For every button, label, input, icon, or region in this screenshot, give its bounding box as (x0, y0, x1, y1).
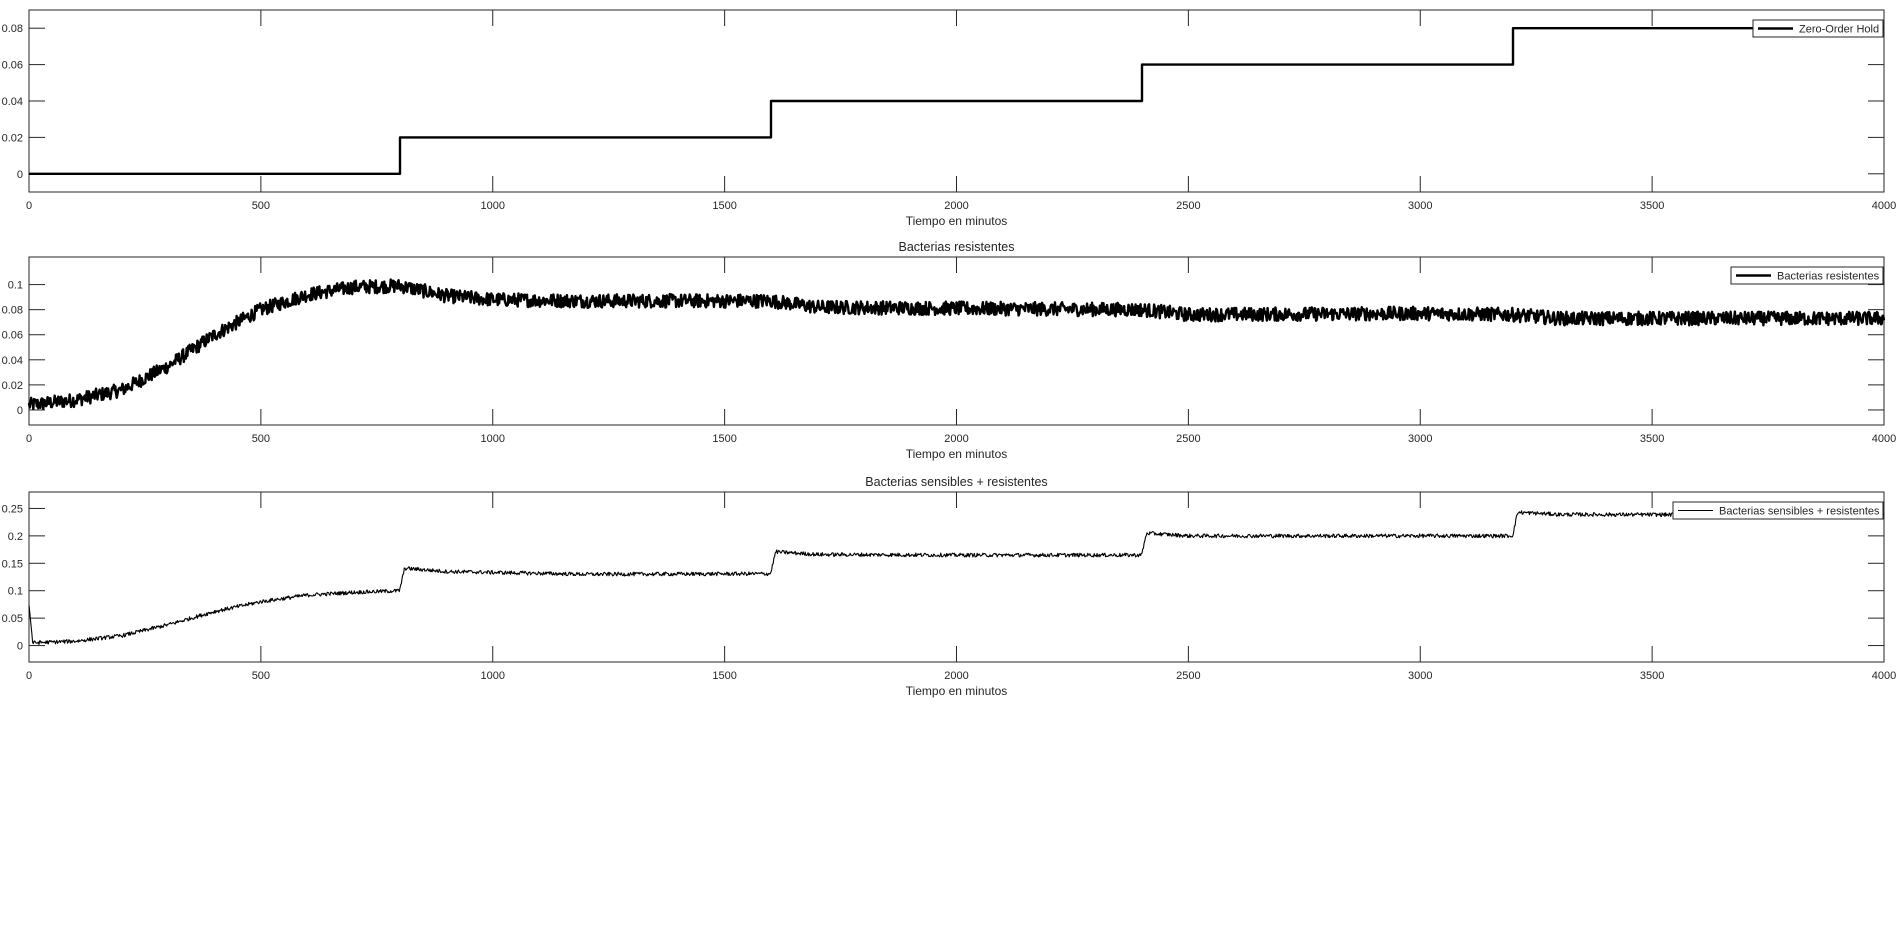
x-tick-label: 500 (252, 670, 270, 682)
x-tick-label: 3500 (1640, 200, 1664, 212)
plot-area-2 (28, 256, 1885, 426)
y-tick-label: 0.05 (2, 613, 23, 625)
y-tick-label: 0.02 (2, 380, 23, 392)
x-tick-label: 3000 (1408, 433, 1432, 445)
y-tick-label: 0.02 (2, 132, 23, 144)
x-tick-label: 3500 (1640, 433, 1664, 445)
x-tick-label: 4000 (1872, 670, 1896, 682)
legend: Bacterias sensibles + resistentes (1672, 501, 1884, 520)
series-line-1 (27, 278, 1886, 411)
x-tick-label: 2000 (944, 433, 968, 445)
x-tick-label: 1000 (481, 670, 505, 682)
y-tick-label: 0.1 (8, 280, 23, 292)
x-tick-label: 500 (252, 200, 270, 212)
x-tick-label: 0 (26, 433, 32, 445)
y-tick-label: 0.15 (2, 558, 23, 570)
legend-box (1672, 501, 1884, 520)
legend: Bacterias resistentes (1730, 266, 1884, 285)
y-tick-label: 0.08 (2, 305, 23, 317)
y-tick-label: 0.06 (2, 330, 23, 342)
x-tick-label: 4000 (1872, 200, 1896, 212)
legend-label: Bacterias sensibles + resistentes (1719, 506, 1880, 518)
y-tick-label: 0.25 (2, 503, 23, 515)
subplot-1: 0 500 1000 1500 2000 2500 3000 3500 4000 0 0.02 0.0… (2, 9, 1896, 228)
legend-box (1752, 19, 1884, 38)
series-line-1 (29, 27, 1884, 175)
x-tick-label: 3000 (1408, 670, 1432, 682)
x-tick-label: 2500 (1176, 200, 1200, 212)
x-tick-label: 2000 (944, 200, 968, 212)
x-tick-label: 2000 (944, 670, 968, 682)
x-axis-label: Tiempo en minutos (906, 684, 1008, 698)
subplot-2: 0 500 1000 1500 2000 2500 3000 3500 4000 0 0.02 0.0… (2, 240, 1897, 461)
series-line-1 (28, 510, 1885, 645)
x-axis-label: Tiempo en minutos (906, 447, 1008, 461)
legend: Zero-Order Hold (1752, 19, 1884, 38)
x-axis-label: Tiempo en minutos (906, 214, 1008, 228)
y-tick-label: 0 (17, 405, 23, 417)
x-tick-label: 0 (26, 200, 32, 212)
plot-area-3 (28, 491, 1885, 663)
x-tick-label: 3000 (1408, 200, 1432, 212)
y-tick-label: 0.2 (8, 531, 23, 543)
chart-title: Bacterias resistentes (898, 240, 1014, 254)
x-tick-label: 1000 (481, 200, 505, 212)
x-tick-label: 500 (252, 433, 270, 445)
x-tick-label: 1500 (712, 433, 736, 445)
y-tick-label: 0.04 (2, 355, 23, 367)
x-tick-label: 3500 (1640, 670, 1664, 682)
x-tick-label: 0 (26, 670, 32, 682)
x-tick-label: 4000 (1872, 433, 1896, 445)
x-tick-label: 2500 (1176, 433, 1200, 445)
y-tick-label: 0.06 (2, 60, 23, 72)
y-tick-label: 0.1 (8, 586, 23, 598)
y-tick-label: 0.04 (2, 96, 23, 108)
y-tick-label: 0.08 (2, 23, 23, 35)
chart-title: Bacterias sensibles + resistentes (865, 475, 1047, 489)
legend-box (1730, 266, 1884, 285)
x-tick-label: 1500 (712, 200, 736, 212)
legend-label: Bacterias resistentes (1777, 271, 1880, 283)
x-tick-label: 1000 (481, 433, 505, 445)
x-tick-label: 1500 (712, 670, 736, 682)
legend-label: Zero-Order Hold (1799, 24, 1879, 36)
subplot-3: 0 500 1000 1500 2000 2500 3000 3500 4000 0 0.05 0.1… (2, 475, 1897, 698)
x-tick-label: 2500 (1176, 670, 1200, 682)
y-tick-label: 0 (17, 641, 23, 653)
y-tick-label: 0 (17, 169, 23, 181)
